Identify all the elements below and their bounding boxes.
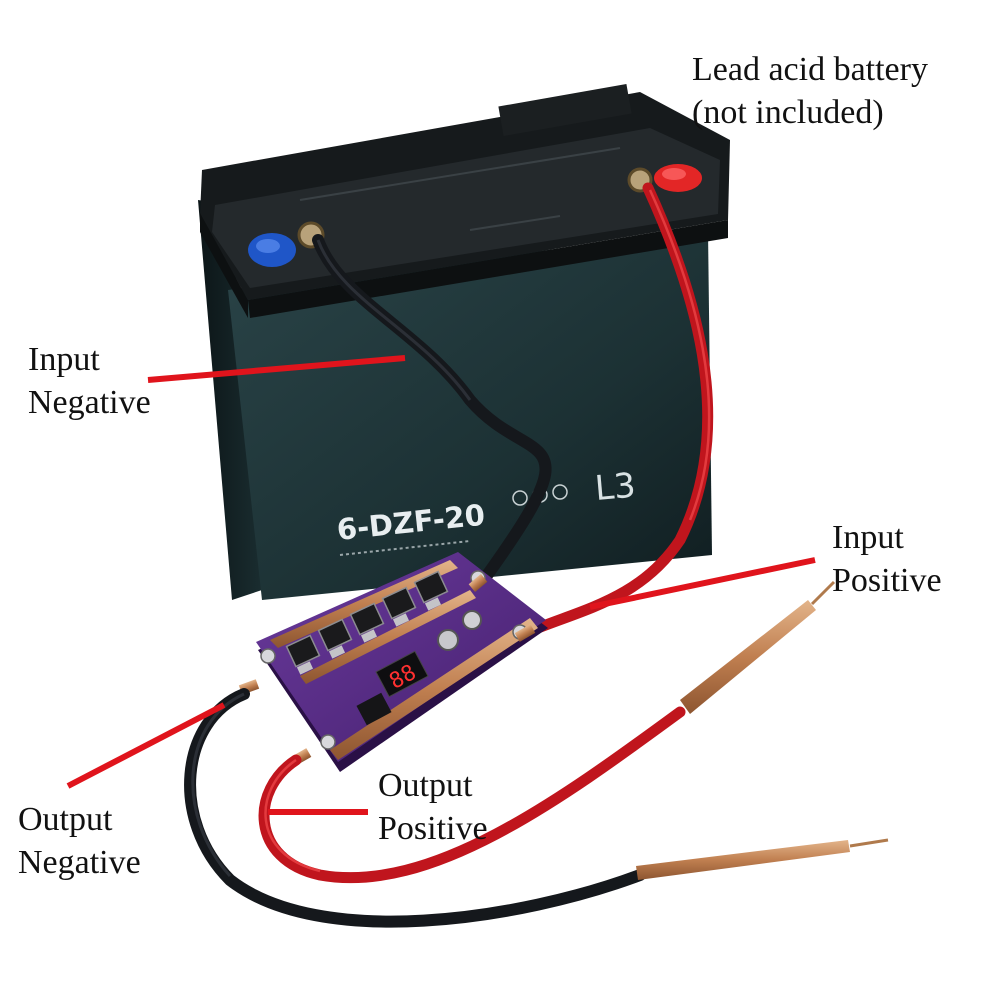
label-lead-acid-battery-line2: (not included) [692, 94, 884, 131]
battery-front [228, 230, 712, 600]
welding-pen-positive [680, 580, 836, 714]
label-output-negative-line1: Output [18, 801, 113, 838]
label-lead-acid-battery-line1: Lead acid battery [692, 51, 928, 88]
lead-acid-battery: 6-DZF-20 L3 [198, 83, 730, 600]
controller-chip [356, 692, 392, 726]
label-input-positive-line2: Positive [832, 562, 942, 599]
copper-bus-bar-top [270, 560, 458, 648]
label-input-negative: Input Negative [28, 338, 151, 424]
label-output-negative-line2: Negative [18, 844, 141, 881]
copper-bus-bar-bottom [330, 618, 538, 760]
led-display [375, 650, 429, 698]
callout-input-positive [589, 557, 816, 610]
label-input-positive: Input Positive [832, 516, 942, 602]
label-output-negative: Output Negative [18, 798, 141, 884]
callout-lines [66, 355, 816, 815]
callout-output-negative [66, 702, 226, 789]
label-output-positive: Output Positive [378, 764, 488, 850]
label-output-positive-line1: Output [378, 767, 473, 804]
label-input-negative-line1: Input [28, 341, 100, 378]
battery-cell-mark: L3 [593, 466, 637, 509]
spot-welder-pcb: 88 [238, 552, 548, 772]
label-input-positive-line1: Input [832, 519, 904, 556]
welding-pen-negative [636, 838, 889, 880]
label-output-positive-line2: Positive [378, 810, 488, 847]
battery-side [198, 200, 262, 600]
mosfet-array [285, 570, 449, 668]
control-knob [437, 629, 459, 651]
label-input-negative-line2: Negative [28, 384, 151, 421]
callout-input-negative [147, 355, 406, 383]
output-negative-wire [184, 688, 646, 928]
label-lead-acid-battery: Lead acid battery (not included) [692, 48, 928, 134]
